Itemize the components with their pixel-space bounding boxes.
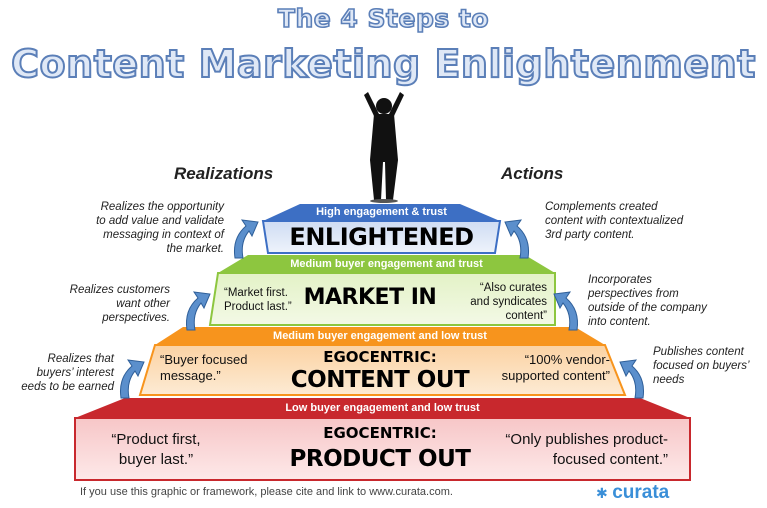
tier3-realization: Realizes that buyers’ interest eeds to b… <box>21 353 114 393</box>
tier3-quote-left: “Buyer focused message.” <box>160 352 248 383</box>
curved-arrow-icon <box>504 219 529 259</box>
tier4-quote-right: “Only publishes product- focused content… <box>505 431 668 468</box>
tier4-quote-left: “Product first, buyer last.” <box>111 431 201 468</box>
tier-product-out <box>74 398 691 481</box>
curata-logo-icon: ✱ curata <box>596 482 670 503</box>
logo-text: curata <box>612 482 670 503</box>
tier2-name: MARKET IN <box>303 285 437 310</box>
curved-arrow-icon <box>234 219 259 259</box>
tier4-band-label: Low buyer engagement and low trust <box>285 402 480 414</box>
tier-content-out <box>138 327 627 396</box>
tier2-action: Incorporates perspectives from outside o… <box>588 274 707 328</box>
tier3-quote-right: “100% vendor- supported content” <box>501 352 610 383</box>
title-line-1: The 4 Steps to <box>277 3 490 34</box>
tier1-action: Complements created content with context… <box>545 201 684 241</box>
title-line-2: Content Marketing Enlightenment <box>10 41 756 87</box>
tier1-name: ENLIGHTENED <box>289 223 474 251</box>
tier1-realization: Realizes the opportunity to add value an… <box>96 201 224 255</box>
tier3-band-label: Medium buyer engagement and low trust <box>273 330 487 342</box>
curved-arrow-icon <box>553 291 578 331</box>
tier3-name: CONTENT OUT <box>290 367 470 393</box>
curved-arrow-icon <box>120 359 145 399</box>
tier3-prefix: EGOCENTRIC: <box>323 348 437 366</box>
realizations-heading: Realizations <box>174 164 274 183</box>
curved-arrow-icon <box>619 359 644 399</box>
tier1-band-label: High engagement & trust <box>316 206 447 218</box>
footer-citation: If you use this graphic or framework, pl… <box>80 486 453 498</box>
tier2-band-label: Medium buyer engagement and trust <box>290 258 483 270</box>
curved-arrow-icon <box>186 291 211 331</box>
actions-heading: Actions <box>501 164 564 183</box>
tier2-realization: Realizes customers want other perspectiv… <box>69 284 170 324</box>
tier4-prefix: EGOCENTRIC: <box>323 424 437 442</box>
tier3-action: Publishes content focused on buyers’ nee… <box>653 346 750 386</box>
person-raising-arms-icon <box>364 92 404 203</box>
tier-enlightened <box>261 204 502 254</box>
tier2-quote-left: “Market first. Product last.” <box>224 287 292 313</box>
tier-market-in <box>208 255 556 326</box>
tier2-quote-right: “Also curates and syndicates content” <box>470 282 547 322</box>
tier4-name: PRODUCT OUT <box>289 446 471 472</box>
